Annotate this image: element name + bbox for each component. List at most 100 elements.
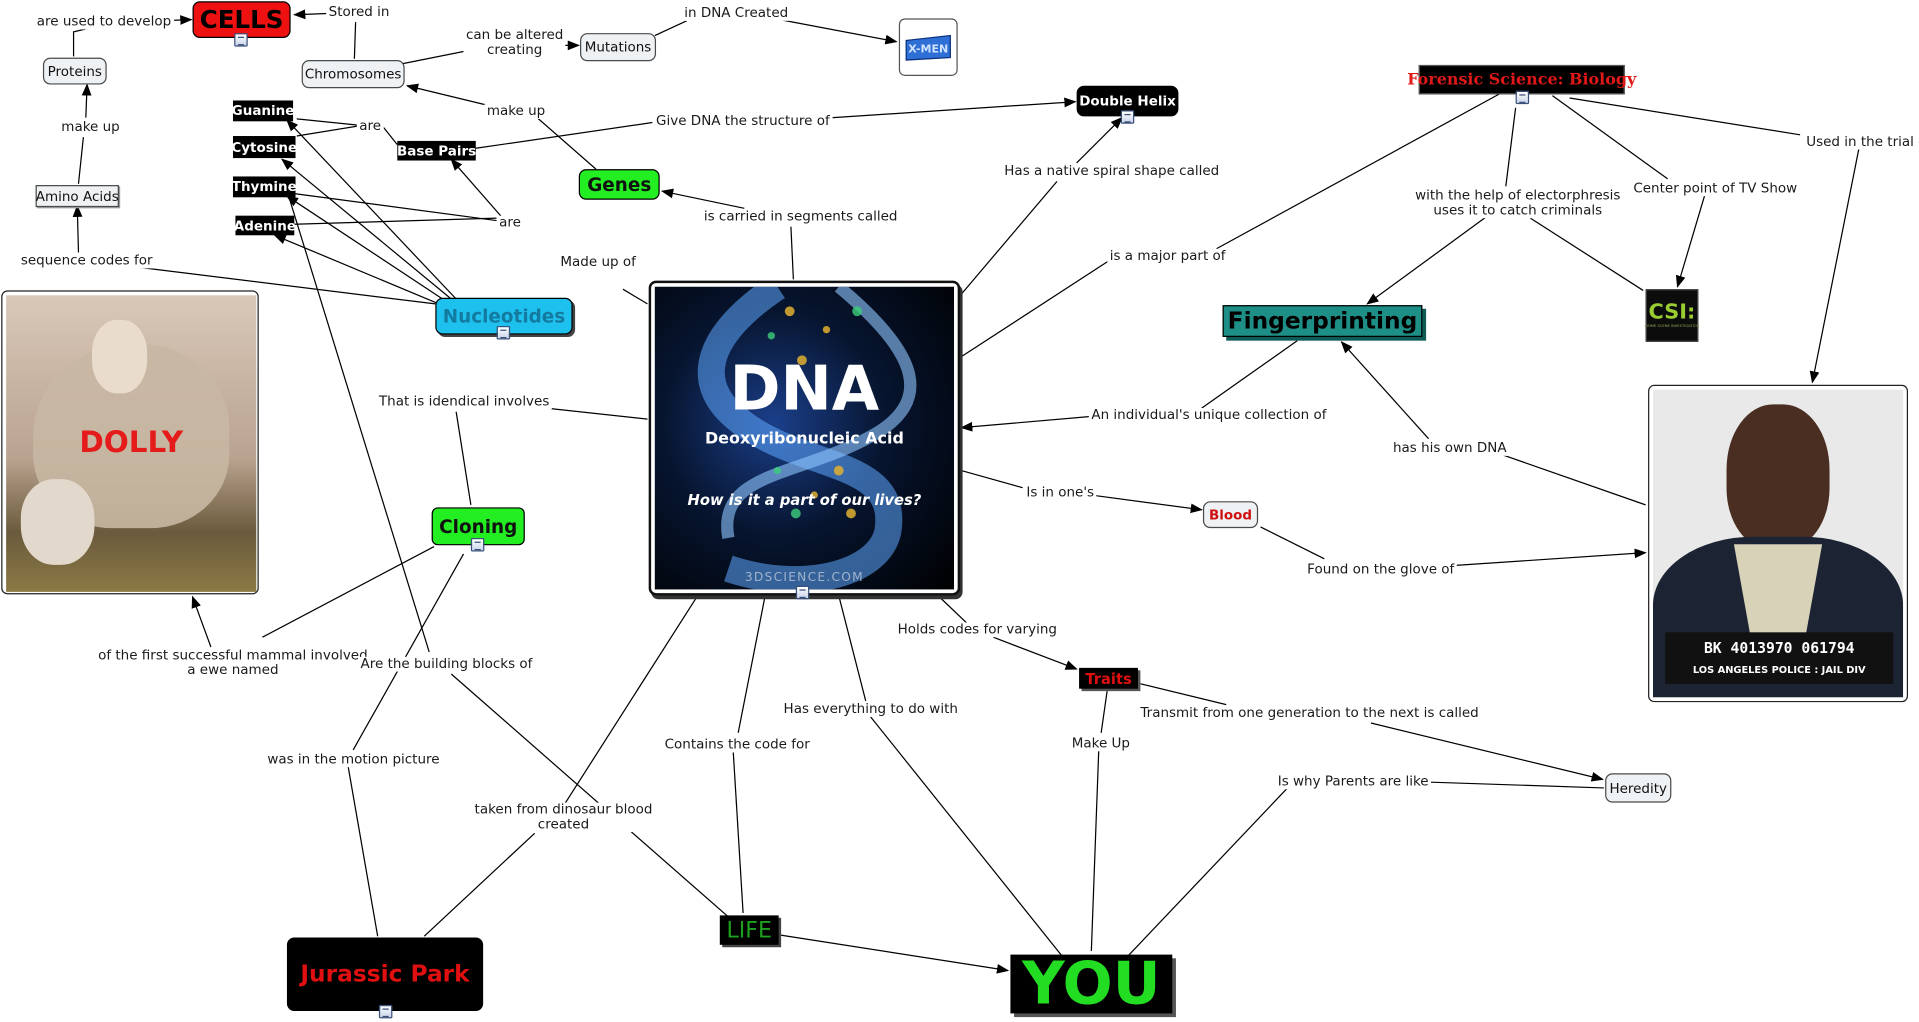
fingerprinting-label: Fingerprinting [1227, 307, 1418, 335]
amino-acids-node[interactable]: Amino Acids [35, 185, 119, 208]
link-label: Has everything to do with [781, 702, 961, 717]
double-helix-resource-icon[interactable] [1120, 110, 1135, 124]
cells-resource-icon[interactable] [234, 33, 248, 47]
link-label: Transmit from one generation to the next… [1137, 705, 1482, 721]
jurassic-park-resource-icon[interactable] [378, 1004, 393, 1019]
nucleotides-label: Nucleotides [442, 305, 566, 328]
dna-subtitle: Deoxyribonucleic Acid [704, 430, 904, 449]
link-label: Used in the trial of [1803, 134, 1919, 150]
lamb-shape [20, 479, 95, 565]
chromosomes-label: Chromosomes [304, 66, 402, 83]
mugshot-plate-line1: BK 4013970 061794 [1703, 639, 1855, 657]
link-label: Are the building blocks of [358, 656, 535, 672]
jurassic-park-label: Jurassic Park [300, 960, 470, 988]
jurassic-park-node[interactable]: Jurassic Park [286, 937, 484, 1011]
dolly-image-node[interactable]: DOLLY [1, 290, 259, 595]
traits-label: Traits [1085, 669, 1132, 687]
link-label: Make Up [1069, 736, 1133, 752]
xmen-logo-image: X-MEN [905, 34, 951, 61]
cloning-resource-icon[interactable] [470, 537, 485, 552]
mugshot-image: BK 4013970 061794 LOS ANGELES POLICE : J… [1652, 389, 1904, 698]
mugshot-placard [1665, 632, 1894, 684]
link-label: make up [484, 104, 548, 119]
link-label: make up [58, 119, 123, 135]
life-node[interactable]: LIFE [719, 915, 779, 945]
mugshot-face-shape [1726, 404, 1830, 549]
dolly-head-shape [91, 319, 148, 394]
forensic-science-label: Forensic Science: Biology [1407, 70, 1637, 89]
csi-logo-text: CSI: [1648, 300, 1696, 325]
double-helix-label: Double Helix [1079, 93, 1176, 110]
dolly-image: DOLLY [6, 295, 257, 592]
dna-image: DNA Deoxyribonucleic Acid How is it a pa… [654, 286, 955, 590]
base-pairs-label: Base Pairs [396, 142, 477, 159]
link-label: in DNA Created [681, 6, 791, 21]
forensic-resource-icon[interactable] [1515, 90, 1530, 105]
link-label: Give DNA the structure of [653, 113, 833, 129]
link-label: Found on the glove of [1304, 562, 1457, 578]
life-label: LIFE [726, 917, 772, 943]
link-label: with the help of electorphresis uses it … [1412, 188, 1623, 219]
heredity-node[interactable]: Heredity [1605, 773, 1672, 803]
adenine-label: Adenine [233, 217, 296, 234]
link-label: Center point of TV Show [1630, 181, 1800, 197]
genes-label: Genes [587, 173, 652, 196]
fingerprinting-node[interactable]: Fingerprinting [1222, 305, 1423, 337]
cells-label: CELLS [199, 4, 284, 35]
base-pairs-node[interactable]: Base Pairs [396, 140, 477, 161]
xmen-logo-node[interactable]: X-MEN [898, 18, 958, 76]
mutations-label: Mutations [584, 39, 652, 56]
genes-node[interactable]: Genes [578, 169, 660, 200]
link-label: Stored in [326, 4, 392, 20]
chromosomes-node[interactable]: Chromosomes [301, 60, 405, 89]
xmen-logo-text: X-MEN [908, 42, 948, 55]
heredity-label: Heredity [1609, 779, 1668, 796]
link-label: is a major part of [1107, 248, 1229, 264]
link-label: are [496, 215, 524, 231]
link-label: has his own DNA [1390, 441, 1510, 456]
guanine-label: Guanine [231, 102, 295, 119]
you-node[interactable]: YOU [1010, 950, 1173, 1018]
proteins-node[interactable]: Proteins [42, 57, 107, 85]
dna-resource-icon[interactable] [795, 585, 810, 600]
mugshot-plate-line2: LOS ANGELES POLICE : JAIL DIV [1692, 664, 1866, 676]
nucleotides-resource-icon[interactable] [496, 325, 511, 340]
link-label: That is idendical involves [376, 394, 552, 410]
dna-helix-graphic [697, 286, 917, 590]
you-label: YOU [1022, 949, 1161, 1019]
dna-question: How is it a part of our lives? [687, 491, 922, 509]
mugshot-collar-shape [1733, 544, 1823, 643]
mutations-node[interactable]: Mutations [580, 33, 657, 62]
cloning-label: Cloning [439, 515, 518, 538]
blood-node[interactable]: Blood [1202, 501, 1259, 529]
csi-logo-node[interactable]: CSI: CRIME SCENE INVESTIGATION [1644, 289, 1700, 342]
link-label: Contains the code for [662, 737, 813, 753]
forensic-science-node[interactable]: Forensic Science: Biology [1407, 64, 1636, 95]
guanine-node[interactable]: Guanine [231, 100, 295, 122]
blood-label: Blood [1208, 506, 1253, 523]
csi-logo-subtext: CRIME SCENE INVESTIGATION [1644, 323, 1700, 329]
link-label: are used to develop [34, 14, 174, 30]
traits-node[interactable]: Traits [1079, 667, 1138, 689]
link-label: Is in one's [1023, 485, 1097, 500]
link-label: Holds codes for varying [895, 622, 1060, 638]
mugshot-image-node[interactable]: BK 4013970 061794 LOS ANGELES POLICE : J… [1648, 384, 1909, 703]
thymine-label: Thymine [231, 178, 297, 195]
dna-watermark: 3DSCIENCE.COM [744, 571, 864, 585]
link-label: can be altered creating [463, 28, 566, 58]
link-label: are [356, 118, 384, 134]
cytosine-node[interactable]: Cytosine [231, 136, 297, 159]
cells-node[interactable]: CELLS [192, 1, 291, 38]
link-label: of the first successful mammal involved … [95, 648, 371, 678]
dna-image-node[interactable]: DNA Deoxyribonucleic Acid How is it a pa… [648, 280, 961, 596]
link-label: Made up of [557, 254, 639, 270]
link-label: is carried in segments called [701, 209, 900, 225]
thymine-node[interactable]: Thymine [231, 176, 297, 198]
adenine-node[interactable]: Adenine [233, 215, 296, 236]
link-label: taken from dinosaur blood created [472, 802, 655, 833]
amino-acids-label: Amino Acids [35, 188, 119, 205]
link-label: Is why Parents are like [1275, 774, 1432, 790]
link-label: Has a native spiral shape called [1001, 164, 1222, 179]
